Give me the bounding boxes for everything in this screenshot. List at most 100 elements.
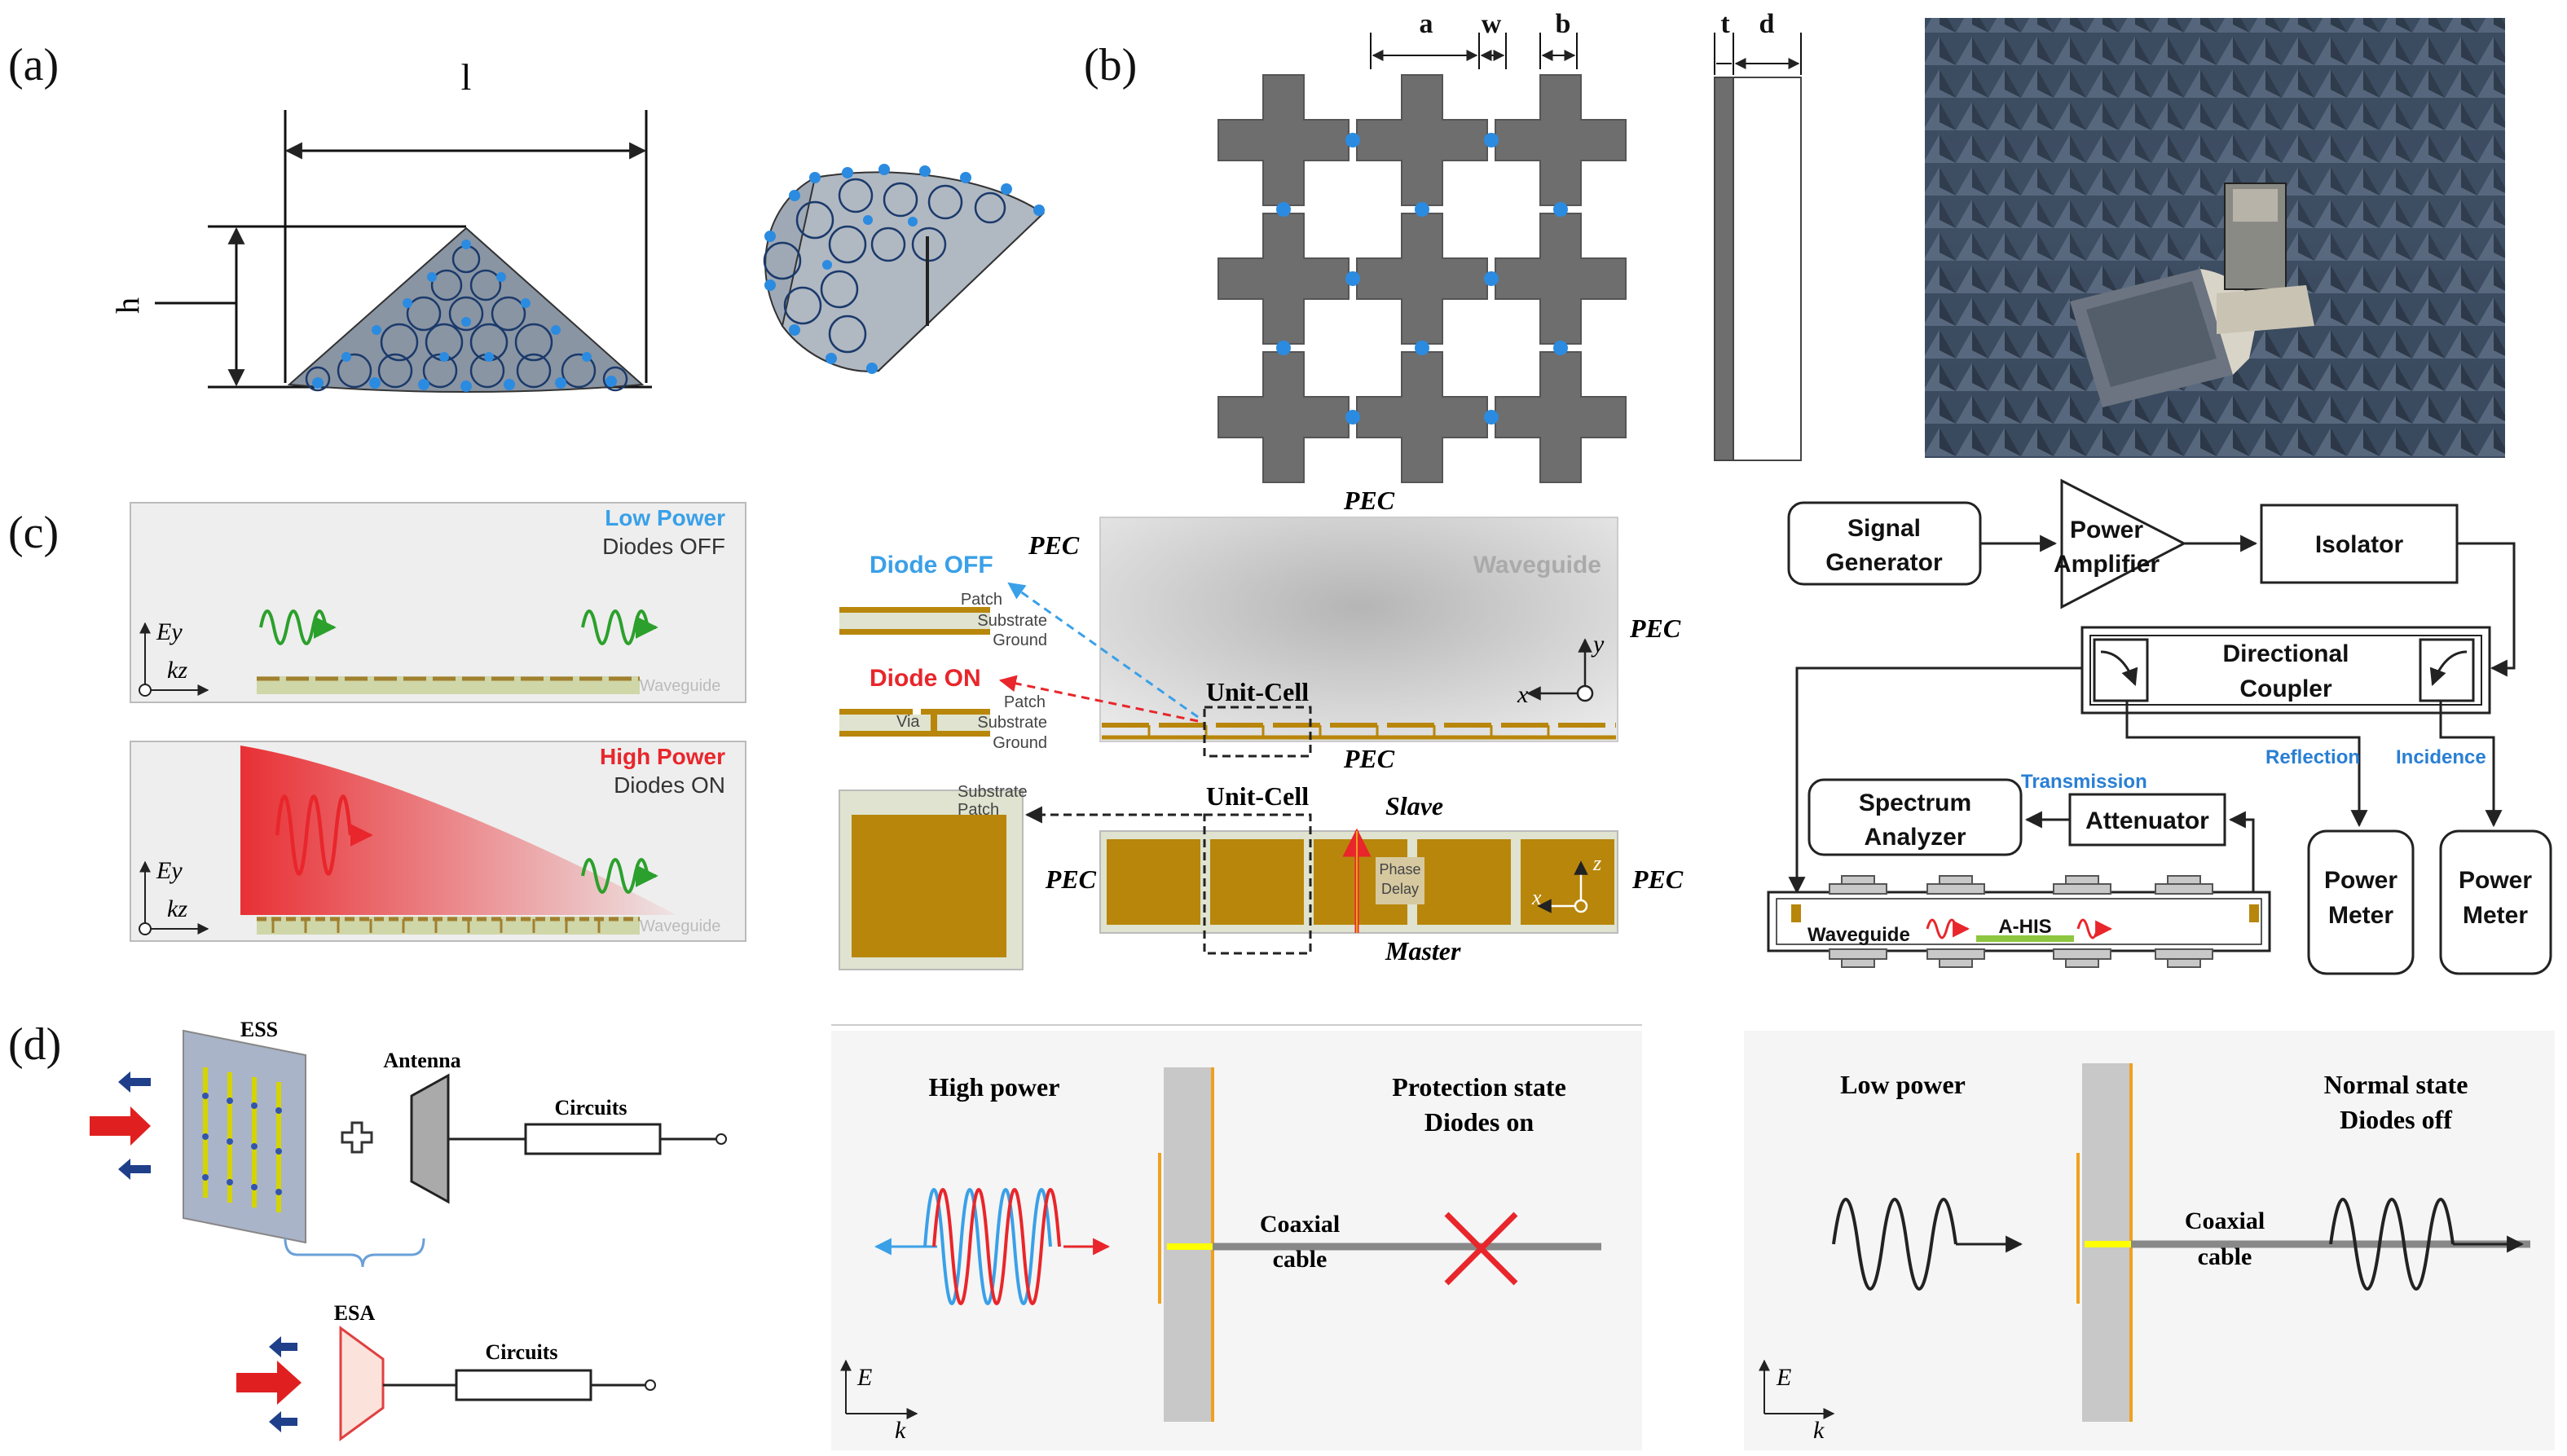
via-label: Via (896, 713, 920, 731)
signal-generator-line1: Signal (1847, 515, 1921, 542)
isolator-block (2260, 504, 2459, 584)
signal-generator-line2: Generator (1825, 549, 1943, 576)
reflection-label: Reflection (2265, 746, 2360, 768)
high-power-label: High Power (600, 744, 725, 769)
low-power-title: Low power (1840, 1070, 1966, 1099)
phase-label: Phase (1379, 861, 1420, 878)
attenuator-block (2068, 793, 2226, 847)
transmission-label: Transmission (2021, 771, 2147, 793)
coaxial-line2: Coaxial (2185, 1207, 2265, 1234)
diodes-off-label: Diodes OFF (602, 534, 725, 559)
circuits-block-1 (524, 1123, 662, 1155)
diode-on-stack: Patch Via Substrate Ground (839, 693, 1047, 752)
waveguide-fixture-label: Waveguide (1807, 924, 1910, 946)
axis-k: k (895, 1417, 906, 1444)
dim-h-label: h (109, 297, 146, 314)
panel-d-low-power: Low power Normal state Diodes off Coaxia… (1744, 1031, 2555, 1450)
dim-w-label: w (1482, 9, 1502, 39)
axis-e-2: E (1776, 1364, 1791, 1391)
power-meter-reflection-block (2307, 829, 2415, 975)
ahis-label: A-HIS (1998, 916, 2051, 938)
directional-coupler-line1: Directional (2222, 640, 2349, 667)
power-meter-1-line1: Power (2324, 867, 2397, 894)
panel-label-a: (a) (8, 40, 59, 90)
panel-c-low-power-box: Low Power Diodes OFF Waveguide Ey kz (130, 502, 746, 703)
cross-unit-cell-array (1217, 74, 1627, 483)
circuits-label-1: Circuits (554, 1096, 627, 1119)
slave-label: Slave (1385, 791, 1443, 820)
panel-c-waveguide-model: PEC PEC PEC PEC Waveguide Unit-Cell x y … (839, 486, 1684, 970)
cone-3d-view (763, 164, 1046, 374)
pec-top: PEC (1343, 486, 1395, 515)
cone-diodes (312, 240, 617, 392)
circuits-block-2 (455, 1369, 592, 1401)
power-amplifier-line1: Power (2070, 517, 2143, 543)
substrate-label-2: Substrate (977, 714, 1047, 732)
panel-b: a w b t d (1217, 9, 2505, 483)
patch-label: Patch (961, 591, 1002, 609)
panel-label-c: (c) (8, 508, 59, 558)
axis-e: E (856, 1364, 872, 1391)
antenna-label: Antenna (383, 1049, 460, 1072)
power-meter-2-line1: Power (2459, 867, 2532, 894)
dim-l-label: l (461, 56, 472, 98)
low-power-label: Low Power (605, 505, 725, 530)
panel-a: l h (109, 56, 1046, 393)
incidence-label: Incidence (2396, 746, 2486, 768)
dim-b-label: b (1556, 9, 1571, 39)
waveguide-label: Waveguide (1473, 552, 1601, 578)
axis-k-2: k (1813, 1417, 1825, 1444)
substrate-label-3: Substrate (958, 783, 1028, 801)
power-meter-incidence-block (2439, 829, 2552, 975)
high-power-title: High power (929, 1072, 1060, 1102)
axis-ey: Ey (156, 618, 183, 645)
antenna-icon (410, 1073, 450, 1204)
pec-right: PEC (1629, 614, 1681, 643)
cone-front-view (287, 227, 645, 393)
circuits-label-2: Circuits (485, 1340, 557, 1364)
axis-z: z (1592, 851, 1601, 875)
power-meter-1-line2: Meter (2328, 902, 2393, 929)
coaxial-line1: Coaxial (1260, 1211, 1340, 1238)
diode-off-stack: Patch Substrate Ground (839, 591, 1047, 649)
waveguide-fixture: Waveguide A-HIS (1767, 875, 2271, 968)
protection-state-line1: Protection state (1392, 1072, 1566, 1102)
pec-left-2: PEC (1045, 864, 1097, 894)
cable-line2: cable (2198, 1243, 2252, 1270)
axis-ey-2: Ey (156, 857, 183, 884)
axis-y: y (1591, 631, 1605, 658)
dim-d-label: d (1759, 9, 1775, 39)
substrate-label: Substrate (977, 612, 1047, 630)
axis-x-2: x (1531, 886, 1542, 909)
axis-x: x (1517, 681, 1529, 708)
block-x-icon (1444, 1212, 1518, 1286)
esa-label: ESA (334, 1301, 376, 1325)
unit-cell-label: Unit-Cell (1206, 677, 1309, 706)
diodes-on-label: Diodes ON (614, 772, 725, 798)
unit-cell-label-2: Unit-Cell (1206, 781, 1309, 811)
spectrum-analyzer-line2: Analyzer (1864, 824, 1966, 851)
panel-c-measurement-setup: Signal Generator Power Amplifier Isolato… (1767, 478, 2552, 975)
patch-label-3: Patch (958, 801, 999, 819)
pec-right-2: PEC (1631, 864, 1684, 894)
dim-t-label: t (1720, 9, 1730, 39)
diode-on-label: Diode ON (870, 665, 981, 692)
power-amplifier-triangle (2060, 478, 2187, 609)
axis-kz: kz (167, 657, 187, 684)
axis-kz-2: kz (167, 895, 187, 922)
ground-label: Ground (993, 631, 1047, 649)
power-meter-2-line2: Meter (2463, 902, 2528, 929)
spectrum-analyzer-block (1807, 778, 2023, 856)
pec-left: PEC (1028, 530, 1080, 560)
patch-label-2: Patch (1004, 693, 1046, 711)
panel-label-d: (d) (8, 1019, 61, 1070)
normal-state-line1: Normal state (2324, 1070, 2468, 1099)
panel-d-system: ESS Antenna Circuits ESA Circuits (90, 1018, 727, 1441)
waveguide-label-small-2: Waveguide (640, 917, 720, 935)
directional-coupler-line2: Coupler (2239, 675, 2332, 702)
diode-off-label: Diode OFF (870, 552, 993, 578)
power-amplifier-line2: Amplifier (2054, 551, 2160, 578)
isolator-label: Isolator (2315, 531, 2404, 558)
side-view-metal-layer (1714, 77, 1734, 461)
